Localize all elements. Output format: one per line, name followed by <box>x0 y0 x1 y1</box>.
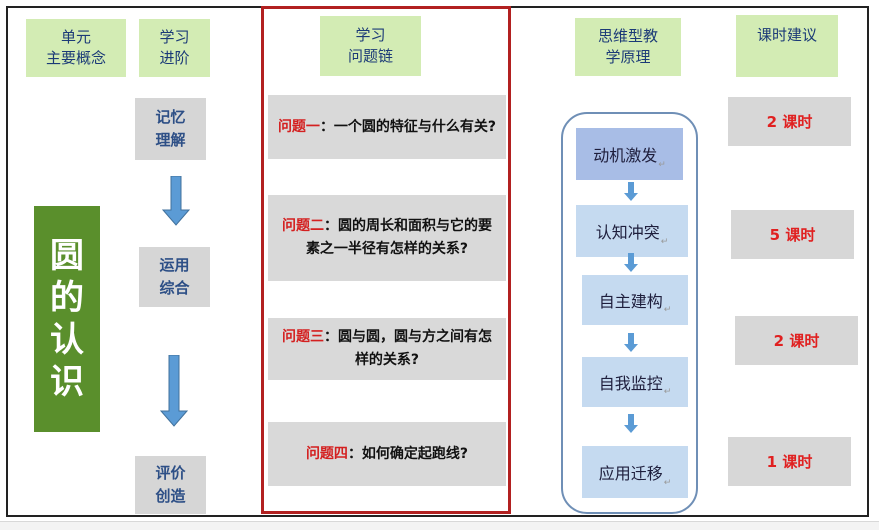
question-label: 问题二 <box>282 218 324 234</box>
return-mark-icon: ↵ <box>663 478 672 488</box>
question-text: ：圆的周长和面积与它的要素之一半径有怎样的关系? <box>305 218 492 257</box>
question-label: 问题三 <box>282 329 324 345</box>
down-arrow-icon <box>624 253 638 272</box>
question-box: 问题二：圆的周长和面积与它的要素之一半径有怎样的关系? <box>268 195 506 281</box>
question-text: ：如何确定起跑线? <box>347 445 469 462</box>
question-text: ：圆与圆，圆与方之间有怎样的关系? <box>324 329 492 368</box>
principle-box: 自主建构↵ <box>582 275 688 325</box>
hours-box: 2 课时 <box>728 97 851 146</box>
principle-box: 认知冲突↵ <box>576 205 688 257</box>
down-arrow-icon <box>624 414 638 433</box>
header-thinking-principle: 思维型教 学原理 <box>575 18 681 76</box>
header-unit-concept: 单元 主要概念 <box>26 19 126 77</box>
principle-label: 认知冲突 <box>595 223 660 242</box>
question-label: 问题四 <box>305 445 348 462</box>
question-text: ：一个圆的特征与什么有关? <box>319 118 497 135</box>
return-mark-icon: ↵ <box>660 237 669 247</box>
question-label: 问题一 <box>277 118 320 135</box>
hours-box: 1 课时 <box>728 437 851 486</box>
principle-label: 动机激发 <box>593 146 658 165</box>
principle-column-frame <box>561 112 698 514</box>
principle-box: 自我监控↵ <box>582 357 688 407</box>
question-box: 问题三：圆与圆，圆与方之间有怎样的关系? <box>268 318 506 380</box>
question-box: 问题四：如何确定起跑线? <box>268 422 506 486</box>
hours-box: 2 课时 <box>735 316 858 365</box>
down-arrow-icon <box>624 333 638 352</box>
stage-evaluate-create: 评价 创造 <box>135 456 206 514</box>
down-arrow-icon <box>162 176 190 226</box>
down-arrow-icon <box>624 182 638 201</box>
return-mark-icon: ↵ <box>663 305 672 315</box>
principle-label: 应用迁移 <box>598 464 663 483</box>
question-box: 问题一：一个圆的特征与什么有关? <box>268 95 506 159</box>
header-question-chain: 学习 问题链 <box>320 16 421 76</box>
principle-label: 自我监控 <box>598 374 663 393</box>
principle-box: 动机激发↵ <box>576 128 683 180</box>
window-bottom-strip <box>0 521 879 530</box>
hours-box: 5 课时 <box>731 210 854 259</box>
stage-memory-understand: 记忆 理解 <box>135 98 206 160</box>
return-mark-icon: ↵ <box>658 160 666 170</box>
stage-apply-synthesize: 运用 综合 <box>139 247 210 307</box>
return-mark-icon: ↵ <box>663 387 672 397</box>
principle-label: 自主建构 <box>598 292 663 311</box>
down-arrow-icon <box>160 355 188 427</box>
header-learning-stage: 学习 进阶 <box>139 19 210 77</box>
principle-box: 应用迁移↵ <box>582 446 688 498</box>
question-chain-frame <box>261 6 511 514</box>
unit-concept-box: 圆 的 认 识 <box>34 206 100 432</box>
header-hours: 课时建议 <box>736 15 838 77</box>
